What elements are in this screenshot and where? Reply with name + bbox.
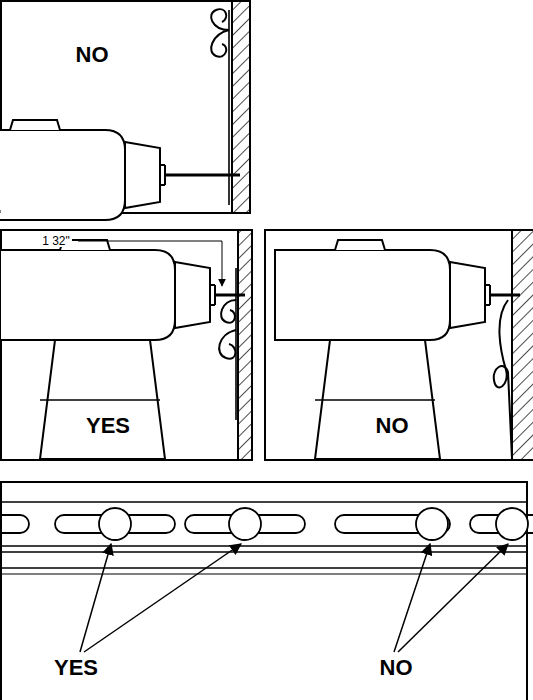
- verdict-label: NO: [378, 657, 415, 679]
- panel-no: [265, 230, 533, 460]
- verdict-label: NO: [374, 415, 411, 437]
- panel-top: [0, 1, 250, 220]
- verdict-label: YES: [84, 415, 132, 437]
- dimension-label: 1 32": [40, 235, 72, 247]
- verdict-label: NO: [74, 44, 111, 66]
- panel-rail: [1, 482, 533, 700]
- verdict-label: YES: [52, 657, 100, 679]
- panel-yes: [0, 230, 252, 460]
